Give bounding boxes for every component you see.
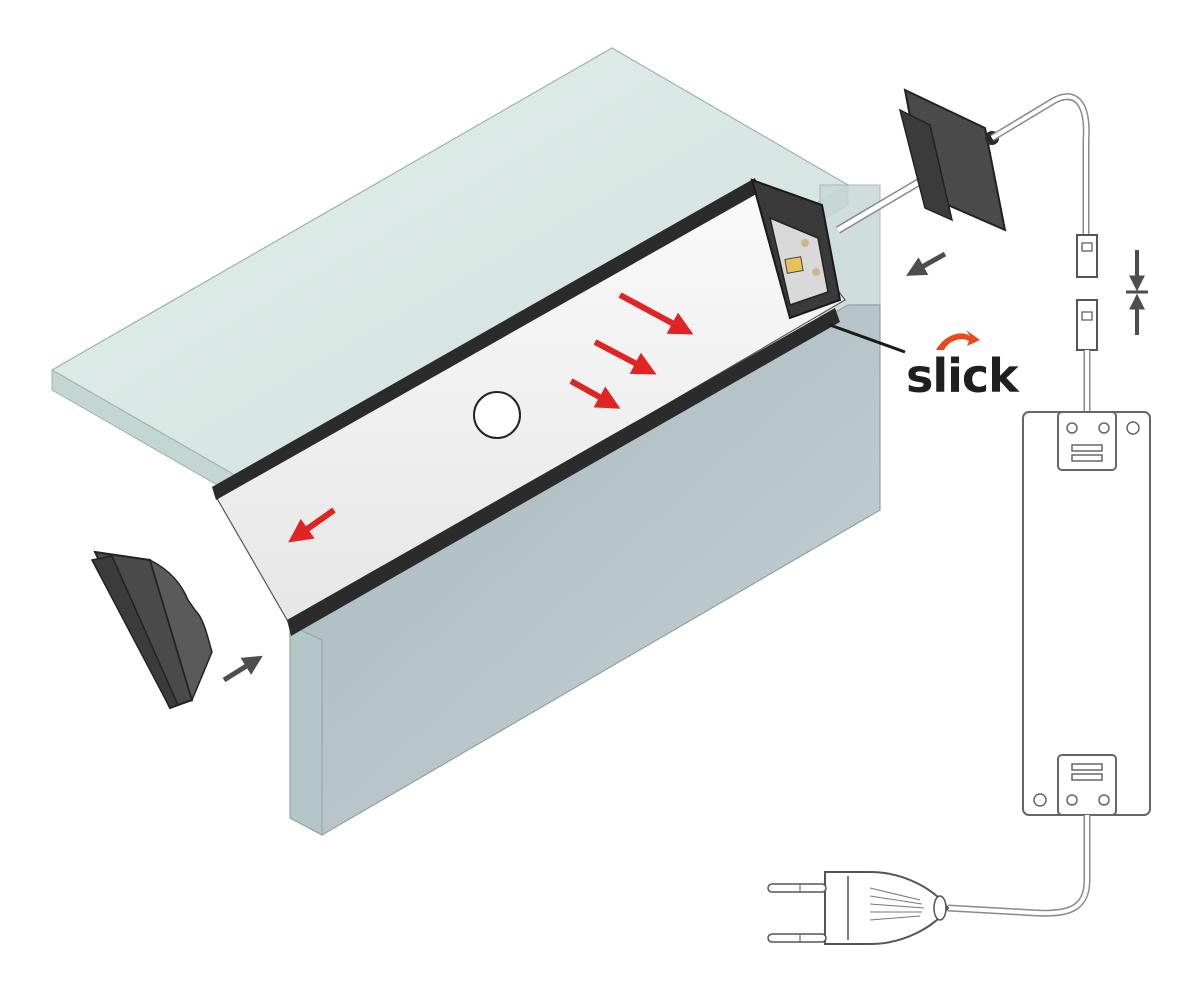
logo-swoosh-icon bbox=[936, 330, 980, 350]
cable-connector-icon bbox=[1076, 234, 1098, 412]
slick-logo: slick bbox=[906, 330, 1021, 403]
install-direction-arrows-icon bbox=[288, 292, 694, 543]
slide-in-arrows-icon bbox=[222, 251, 947, 683]
cable-to-connector bbox=[990, 93, 1090, 235]
eu-power-plug-icon bbox=[767, 871, 950, 945]
led-pad-1 bbox=[801, 239, 809, 247]
led-chip bbox=[784, 256, 804, 274]
profile-lower-rail bbox=[287, 308, 840, 636]
led-power-supply-icon bbox=[1022, 411, 1151, 816]
led-pad-2 bbox=[812, 268, 820, 276]
mains-cable bbox=[947, 815, 1091, 917]
logo-leader-line bbox=[829, 323, 906, 354]
mounting-hole-icon bbox=[473, 391, 521, 439]
logo-text: slick bbox=[906, 349, 1020, 403]
end-cap-left-icon bbox=[90, 550, 213, 710]
push-connect-arrows-icon bbox=[1126, 250, 1148, 335]
end-cap-right-with-cable-icon bbox=[898, 88, 1007, 232]
profile-upper-rail bbox=[212, 178, 760, 500]
led-aluminium-corner-profile-icon bbox=[212, 178, 846, 636]
front-panel-edge bbox=[289, 624, 323, 836]
